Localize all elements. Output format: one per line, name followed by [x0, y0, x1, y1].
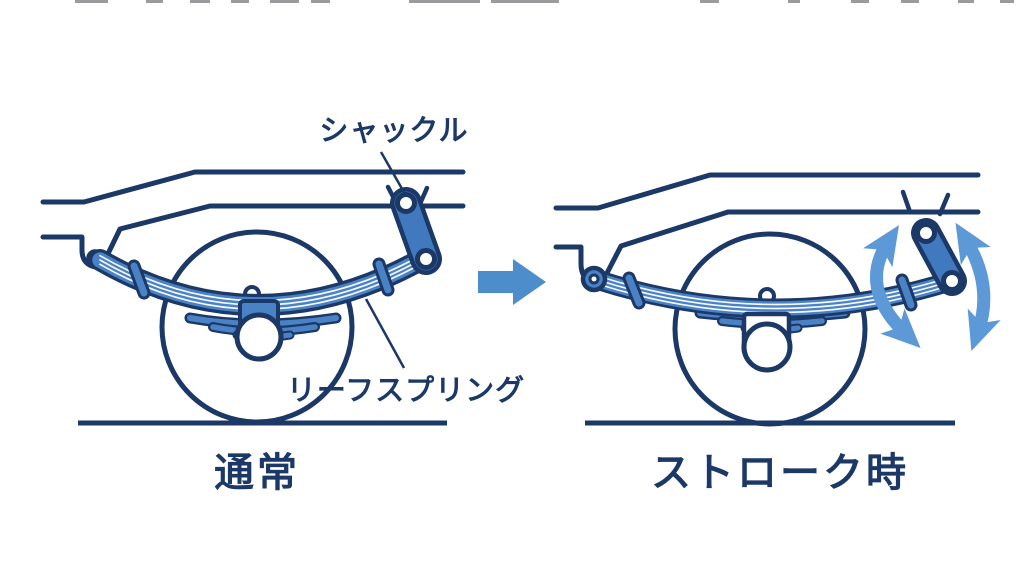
- curved-double-arrow-icon-right: [955, 222, 1001, 352]
- frame-upper-rail-right: [553, 172, 981, 211]
- spring-clip-rear-right: [895, 273, 918, 312]
- shackle-upper-pin-left: [395, 192, 417, 214]
- right-arrow-icon: [478, 259, 546, 305]
- spring-clip-rear-left: [372, 257, 395, 297]
- axle-right: [741, 321, 793, 373]
- spring-clip-front-right: [622, 271, 646, 310]
- shackle-lower-pin-right: [941, 270, 963, 292]
- right-panel: ストローク時: [553, 172, 1001, 495]
- curved-double-arrow-icon-left: [863, 225, 921, 348]
- leaf-spring-callout-line: [364, 298, 406, 369]
- shackle-callout-line: [379, 151, 407, 195]
- right-caption: ストローク時: [651, 451, 909, 495]
- spring-clip-front-left: [127, 259, 151, 300]
- shackle-label: シャックル: [319, 114, 468, 147]
- shackle-hanger-left-arm-right: [900, 189, 913, 215]
- frame-upper-rail-left: [40, 169, 466, 205]
- shackle-left: [390, 187, 442, 275]
- shackle-hanger-right-arm-right: [937, 192, 951, 217]
- shackle-lower-pin-left: [415, 248, 437, 270]
- axle-left: [234, 312, 284, 362]
- left-panel: シャックル リーフスプリング 通常: [40, 114, 525, 495]
- left-caption: 通常: [214, 451, 300, 495]
- frame-lower-rail-left: [40, 203, 466, 270]
- leaf-spring-label: リーフスプリング: [287, 374, 525, 407]
- spring-eye-pin-right: [588, 273, 600, 285]
- shackle-upper-pin-right: [915, 222, 937, 244]
